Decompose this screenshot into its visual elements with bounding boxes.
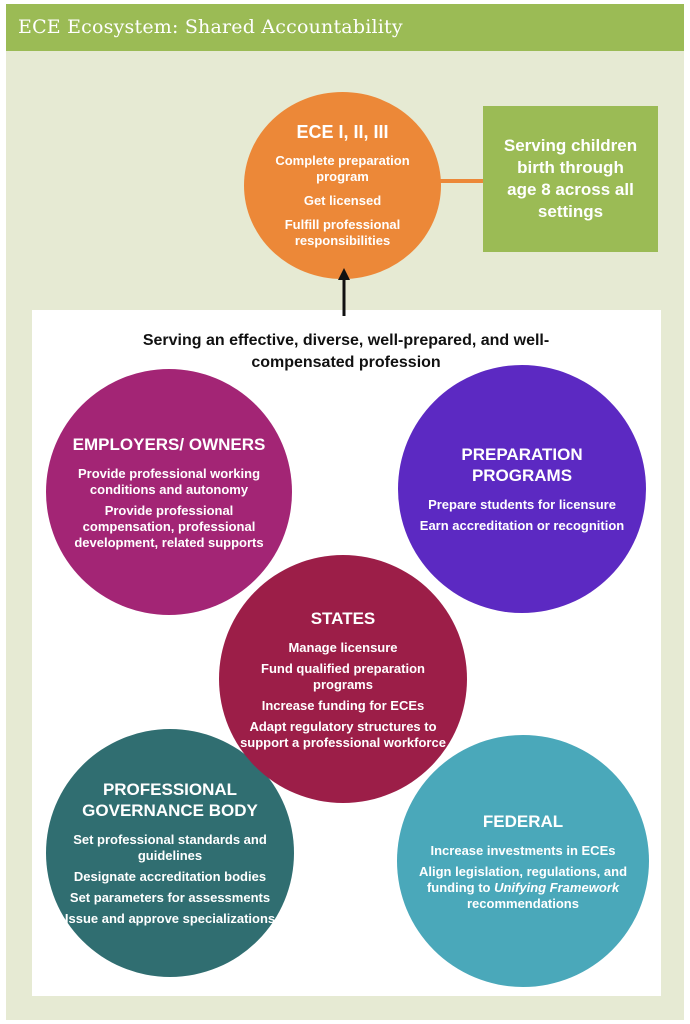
governance-item: Set professional standards and guideline… [73, 832, 267, 863]
header-bar: ECE Ecosystem: Shared Accountability [6, 4, 684, 51]
governance-item: Designate accreditation bodies [73, 869, 267, 884]
governance-title: PROFESSIONAL GOVERNANCE BODY [82, 780, 258, 820]
ece-item: Complete preparation program [275, 153, 410, 184]
states-item: Fund qualified preparation programs [261, 660, 425, 692]
governance-item: Issue and approve specializations [64, 911, 276, 926]
framework-name: Unifying Framework [494, 879, 620, 895]
preparation-item: Earn accreditation or recognition [419, 518, 625, 533]
serving-text: Serving children birth through age 8 acr… [503, 136, 638, 221]
ece-circle: ECE I, II, III Complete preparation prog… [244, 92, 441, 279]
serving-children-box: Serving children birth through age 8 acr… [483, 106, 658, 252]
employers-item: Provide professional compensation, profe… [74, 502, 264, 550]
federal-item: Increase investments in ECEs [430, 842, 616, 858]
federal-circle: FEDERAL Increase investments in ECEs Ali… [397, 735, 649, 987]
employers-circle: EMPLOYERS/ OWNERS Provide professional w… [46, 369, 292, 615]
governance-body-circle: PROFESSIONAL GOVERNANCE BODY Set profess… [46, 729, 294, 977]
ece-item: Fulfill professional responsibilities [284, 217, 401, 248]
federal-item-text: Align legislation, regulations, and fund… [418, 863, 628, 895]
arrow-up-icon [338, 268, 350, 316]
ece-item: Get licensed [303, 193, 382, 208]
federal-item-text: recommendations [467, 895, 579, 911]
employers-title: EMPLOYERS/ OWNERS [72, 434, 266, 454]
federal-item: Align legislation, regulations, and fund… [413, 864, 633, 912]
federal-title: FEDERAL [482, 811, 564, 831]
states-item: Manage licensure [288, 639, 398, 655]
ece-title: ECE I, II, III [296, 122, 389, 142]
states-circle: STATES Manage licensure Fund qualified p… [219, 555, 467, 803]
states-item: Increase funding for ECEs [261, 697, 425, 713]
preparation-item: Prepare students for licensure [428, 497, 616, 512]
states-item: Adapt regulatory structures to support a… [240, 718, 446, 750]
employers-item: Provide professional working conditions … [77, 465, 261, 497]
panel-heading: Serving an effective, diverse, well-prep… [142, 332, 550, 371]
governance-item: Set parameters for assessments [69, 890, 271, 905]
page-title: ECE Ecosystem: Shared Accountability [18, 16, 403, 38]
states-title: STATES [310, 608, 376, 628]
preparation-programs-circle: PREPARATION PROGRAMS Prepare students fo… [398, 365, 646, 613]
preparation-title: PREPARATION PROGRAMS [461, 445, 583, 485]
